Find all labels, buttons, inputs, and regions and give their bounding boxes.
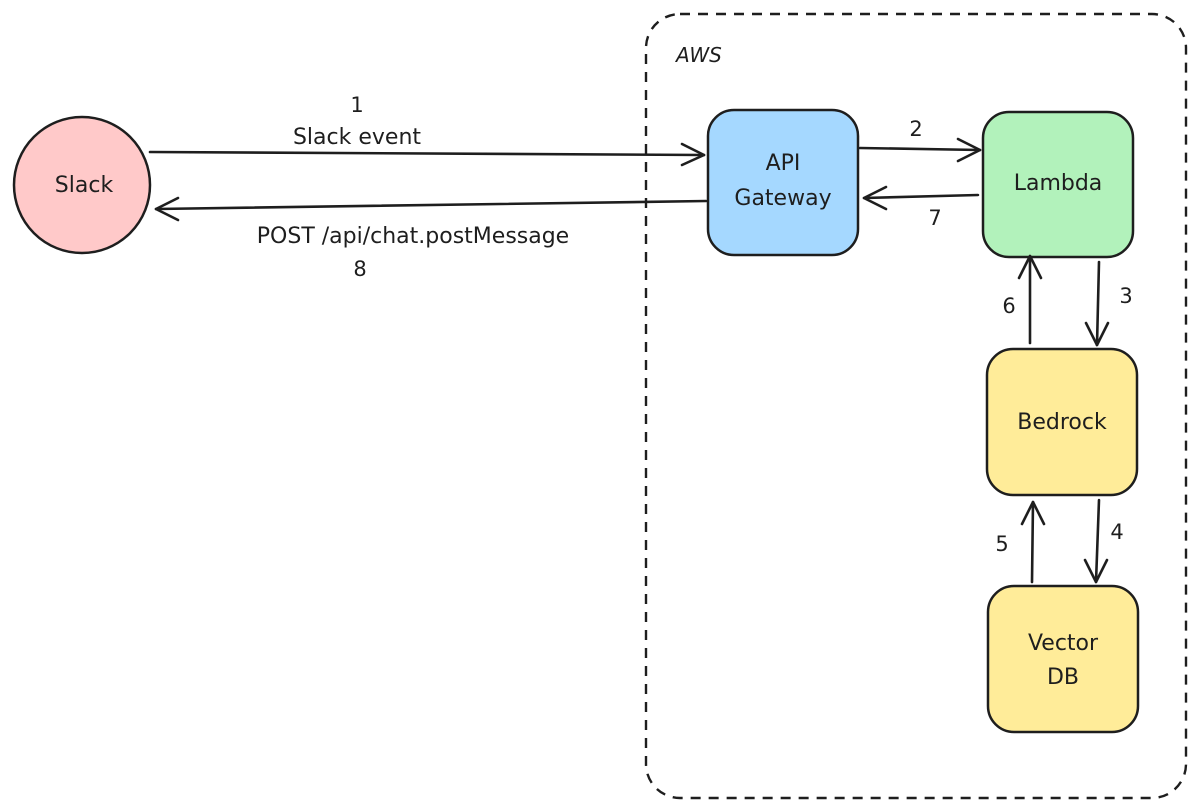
bedrock-label: Bedrock: [1017, 410, 1107, 435]
edge-3-number: 3: [1119, 284, 1132, 308]
edge-5-number: 5: [995, 532, 1008, 556]
lambda-node[interactable]: [981, 110, 1135, 259]
edge-8-number: 8: [353, 257, 366, 281]
edge-4-bedrock-to-vector-db: [1083, 498, 1109, 584]
vector-db-node[interactable]: [986, 584, 1140, 734]
aws-group-boundary: [644, 12, 1188, 800]
api-gateway-node[interactable]: [706, 108, 860, 257]
edge-2-api-gateway-to-lambda: [858, 137, 982, 163]
edge-8-label: POST /api/chat.postMessage: [257, 224, 569, 249]
edge-1-label: Slack event: [293, 125, 421, 150]
slack-node[interactable]: [12, 115, 152, 255]
aws-group-label: AWS: [674, 43, 722, 67]
edge-7-number: 7: [928, 206, 941, 230]
edge-1-slack-to-api-gateway: [148, 142, 706, 167]
api-gateway-label-line2: Gateway: [734, 186, 831, 211]
vector-db-label-line2: DB: [1047, 665, 1079, 690]
edge-2-number: 2: [909, 117, 922, 141]
edge-1-number: 1: [350, 93, 363, 117]
edge-7-lambda-to-api-gateway: [862, 185, 980, 211]
edge-6-number: 6: [1002, 294, 1015, 318]
lambda-label: Lambda: [1014, 171, 1103, 196]
vector-db-label-line1: Vector: [1028, 631, 1099, 656]
bedrock-node[interactable]: [985, 347, 1139, 497]
edge-8-api-gateway-to-slack: [154, 196, 708, 222]
api-gateway-label-line1: API: [766, 151, 801, 176]
slack-node-label: Slack: [55, 173, 114, 198]
edge-3-lambda-to-bedrock: [1084, 260, 1110, 347]
edge-4-number: 4: [1110, 520, 1123, 544]
edge-6-bedrock-to-lambda: [1017, 254, 1043, 345]
edge-5-vector-db-to-bedrock: [1020, 500, 1046, 584]
